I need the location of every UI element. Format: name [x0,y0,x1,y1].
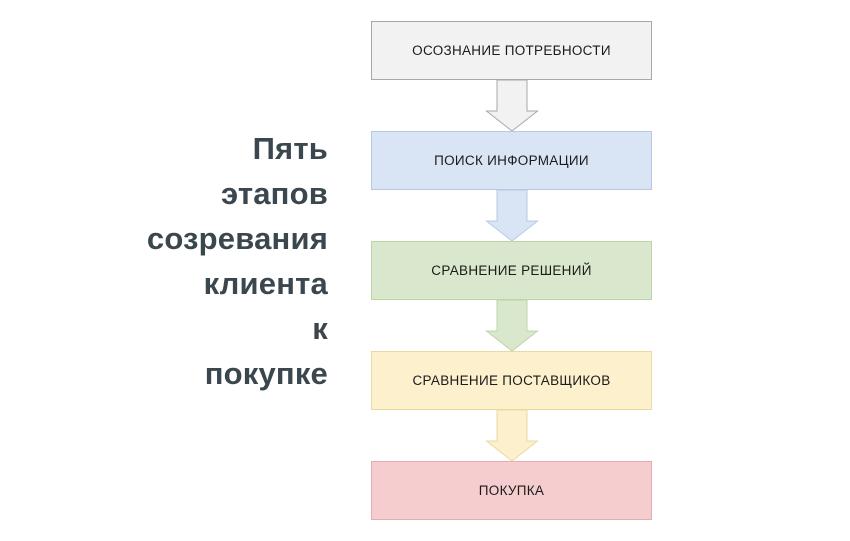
down-block-arrow-icon [485,80,538,132]
flow-connector-3 [371,300,652,352]
flow-node-label: СРАВНЕНИЕ ПОСТАВЩИКОВ [412,373,611,388]
flow-node-supplier-comparison[interactable]: СРАВНЕНИЕ ПОСТАВЩИКОВ [371,351,652,410]
flow-node-purchase[interactable]: ПОКУПКА [371,461,652,520]
flow-node-awareness[interactable]: ОСОЗНАНИЕ ПОТРЕБНОСТИ [371,21,652,80]
flow-connector-4 [371,410,652,462]
flow-node-label: ПОКУПКА [478,483,545,498]
flow-node-label: ОСОЗНАНИЕ ПОТРЕБНОСТИ [412,43,611,58]
flow-node-label: ПОИСК ИНФОРМАЦИИ [434,153,589,168]
down-block-arrow-icon [485,190,538,242]
flow-node-solution-comparison[interactable]: СРАВНЕНИЕ РЕШЕНИЙ [371,241,652,300]
flow-node-label: СРАВНЕНИЕ РЕШЕНИЙ [431,263,592,278]
flow-connector-1 [371,80,652,132]
flow-connector-2 [371,190,652,242]
down-block-arrow-icon [485,410,538,462]
flowchart-column: ОСОЗНАНИЕ ПОТРЕБНОСТИ ПОИСК ИНФОРМАЦИИ С… [371,21,652,520]
down-block-arrow-icon [485,300,538,352]
page-title: Пять этапов созревания клиента к покупке [146,131,328,391]
flow-node-information-search[interactable]: ПОИСК ИНФОРМАЦИИ [371,131,652,190]
